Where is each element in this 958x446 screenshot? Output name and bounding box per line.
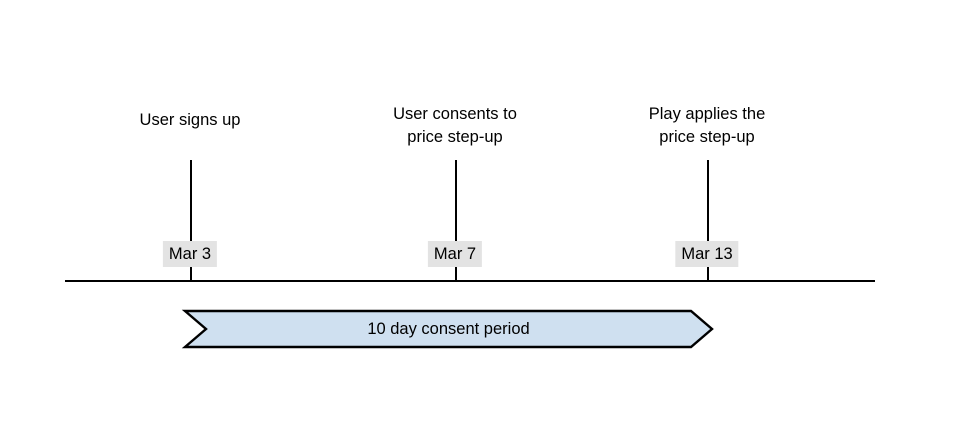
event-tick-play-applies-step-up: [707, 160, 709, 282]
event-label-line-1: Play applies the: [648, 105, 766, 123]
consent-period-label: 10 day consent period: [367, 319, 530, 338]
consent-period-banner: 10 day consent period: [181, 309, 714, 349]
event-date-badge-play-applies-step-up: Mar 13: [675, 241, 739, 267]
event-label-play-applies-step-up: Play applies the price step-up: [649, 103, 766, 149]
event-label-line-2: price step-up: [407, 128, 503, 146]
event-label-user-consents: User consents to price step-up: [393, 103, 517, 149]
event-tick-user-signs-up: [190, 160, 192, 282]
event-label-line-2: price step-up: [659, 128, 755, 146]
event-label-user-signs-up: User signs up: [139, 111, 241, 129]
event-tick-user-consents: [455, 160, 457, 282]
event-date-badge-user-consents: Mar 7: [427, 241, 483, 267]
consent-period-arrow-shape: [181, 309, 714, 349]
timeline-axis: [65, 280, 875, 282]
event-date-badge-user-signs-up: Mar 3: [162, 241, 218, 267]
event-label-line-1: User consents to: [393, 105, 517, 123]
